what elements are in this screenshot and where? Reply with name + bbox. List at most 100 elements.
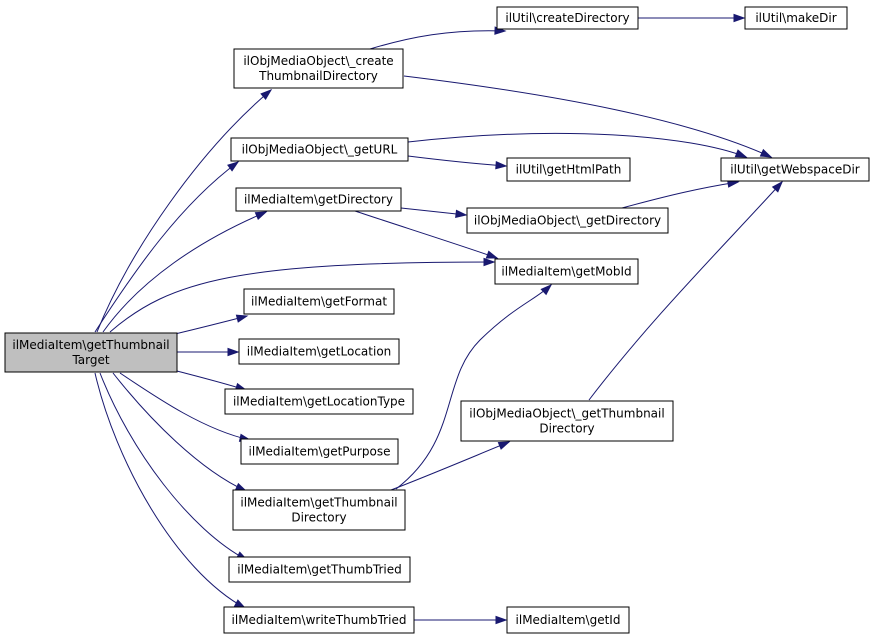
edge-line (176, 370, 247, 391)
node-get-location[interactable]: ilMediaItem\getLocation (238, 338, 400, 365)
node-box (506, 157, 631, 182)
edge-line (112, 372, 247, 492)
node-box (223, 606, 415, 634)
edge-create-thumb-dir-to-create-directory (369, 26, 507, 50)
node-label-line: ilObjMediaObject\_create (243, 54, 393, 68)
node-label-line: ilMediaItem\getLocation (247, 345, 392, 359)
edge-root-to-get-format (174, 314, 249, 335)
node-label-line: ilUtil\getWebspaceDir (730, 163, 860, 177)
edge-arrowhead (254, 211, 268, 220)
node-label-line: ilObjMediaObject\_getDirectory (474, 214, 661, 228)
edge-mob-get-directory-to-get-webspace-dir (621, 179, 740, 209)
node-get-mob-id[interactable]: ilMediaItem\getMobId (494, 258, 639, 285)
node-box (720, 157, 870, 182)
edge-line (94, 161, 239, 333)
edge-arrowhead (733, 13, 746, 23)
edge-mob-get-thumb-dir-to-get-webspace-dir (588, 180, 784, 401)
edge-line (109, 261, 495, 333)
node-label-line: ilMediaItem\getFormat (251, 295, 387, 309)
node-get-directory[interactable]: ilMediaItem\getDirectory (235, 187, 402, 212)
edge-arrowhead (771, 180, 784, 193)
node-box (494, 258, 639, 285)
node-get-url[interactable]: ilObjMediaObject\_getURL (230, 137, 409, 162)
node-box (235, 187, 402, 212)
node-label-line: ilMediaItem\getThumbTried (237, 563, 401, 577)
node-make-dir[interactable]: ilUtil\makeDir (744, 6, 848, 30)
edge-arrowhead (227, 347, 240, 357)
edge-get-directory-to-mob-get-directory (400, 207, 468, 218)
call-graph-edges (94, 13, 784, 625)
edge-create-directory-to-make-dir (638, 13, 746, 23)
edge-arrowhead (759, 148, 773, 158)
node-get-thumb-tried[interactable]: ilMediaItem\getThumbTried (228, 556, 411, 583)
node-box (496, 6, 639, 30)
edge-arrowhead (495, 161, 508, 170)
edge-arrowhead (485, 250, 499, 259)
edge-line (621, 181, 739, 209)
edge-line (395, 284, 552, 490)
node-label-line: ilMediaItem\getThumbnail (240, 496, 397, 510)
edge-arrowhead (734, 149, 748, 158)
edge-line (119, 372, 251, 441)
edge-root-to-write-thumb-tried (94, 372, 247, 609)
edge-arrowhead (260, 89, 273, 100)
node-label-line: ilMediaItem\getId (516, 613, 621, 627)
node-label-line: ilMediaItem\writeThumbTried (232, 613, 407, 627)
node-label-line: ilUtil\createDirectory (505, 11, 629, 25)
edge-root-to-get-url (94, 161, 240, 333)
edge-get-url-to-get-webspace-dir (407, 132, 748, 158)
node-get-format[interactable]: ilMediaItem\getFormat (243, 288, 395, 315)
edge-get-thumbnail-dir-to-mob-get-thumb-dir (390, 441, 511, 491)
edge-line (390, 441, 510, 491)
node-label-line: ilObjMediaObject\_getURL (242, 143, 398, 157)
node-get-html-path[interactable]: ilUtil\getHtmlPath (506, 157, 631, 182)
edge-root-to-get-location-type (176, 370, 248, 391)
node-box (460, 400, 674, 442)
node-box (238, 338, 400, 365)
node-label-line: ilMediaItem\getDirectory (244, 193, 393, 207)
node-get-purpose[interactable]: ilMediaItem\getPurpose (240, 438, 399, 465)
node-box (224, 388, 414, 415)
node-label-line: ThumbnailDirectory (258, 69, 378, 83)
edge-create-thumb-dir-to-get-webspace-dir (403, 75, 773, 158)
node-label-line: ilObjMediaObject\_getThumbnail (469, 407, 664, 421)
edge-line (354, 210, 498, 259)
edge-arrowhead (497, 441, 511, 450)
node-label-line: Directory (539, 422, 594, 436)
node-box (240, 438, 399, 465)
node-label-line: ilUtil\makeDir (755, 11, 836, 25)
edge-get-directory-to-get-mob-id (354, 210, 499, 259)
edge-arrowhead (455, 209, 468, 218)
edge-line (96, 89, 272, 333)
edge-line (588, 181, 783, 401)
node-create-directory[interactable]: ilUtil\createDirectory (496, 6, 639, 30)
edge-write-thumb-tried-to-get-id (414, 615, 508, 625)
edge-root-to-get-directory (102, 211, 268, 333)
node-get-location-type[interactable]: ilMediaItem\getLocationType (224, 388, 414, 415)
node-get-id[interactable]: ilMediaItem\getId (506, 606, 630, 634)
node-box (506, 606, 630, 634)
edge-line (403, 75, 772, 158)
node-mob-get-directory[interactable]: ilObjMediaObject\_getDirectory (466, 207, 669, 234)
node-box (466, 207, 669, 234)
edge-root-to-get-location (177, 347, 240, 357)
edge-line (94, 372, 246, 609)
edge-line (407, 155, 507, 167)
edge-get-url-to-get-html-path (407, 155, 508, 170)
edge-root-to-get-mob-id (109, 257, 496, 333)
node-label-line: Directory (291, 511, 346, 525)
node-box (243, 288, 395, 315)
node-get-webspace-dir[interactable]: ilUtil\getWebspaceDir (720, 157, 870, 182)
node-label-line: ilMediaItem\getLocationType (233, 395, 405, 409)
node-label-line: ilUtil\getHtmlPath (516, 163, 622, 177)
node-create-thumb-dir[interactable]: ilObjMediaObject\_createThumbnailDirecto… (233, 48, 404, 89)
node-write-thumb-tried[interactable]: ilMediaItem\writeThumbTried (223, 606, 415, 634)
node-box (4, 332, 178, 373)
edge-arrowhead (540, 283, 553, 296)
edge-line (369, 30, 506, 50)
